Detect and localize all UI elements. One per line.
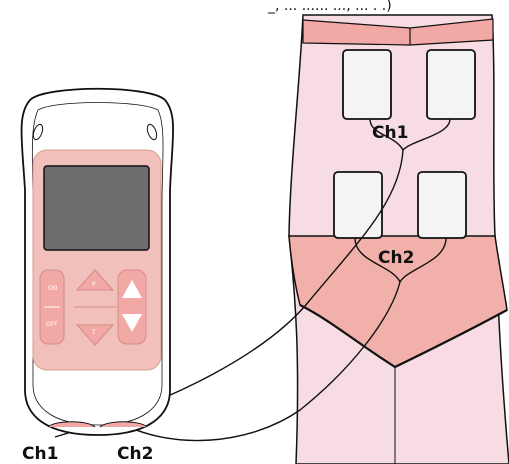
tens-device: ON OFF P T <box>22 89 174 435</box>
t-button-label: T <box>91 329 96 336</box>
label-ch1-body: Ch1 <box>372 123 408 143</box>
top-caption: _, ... ...... ..., ... . .) <box>267 0 392 14</box>
torso <box>289 15 509 464</box>
pad-ch1-left <box>343 50 391 119</box>
pad-ch1-right <box>427 50 475 119</box>
label-ch1-device: Ch1 <box>22 444 58 464</box>
on-button-label: ON <box>48 285 57 292</box>
label-ch2-device: Ch2 <box>117 444 153 464</box>
off-button-label: OFF <box>46 321 58 328</box>
pad-ch2-left <box>334 172 382 238</box>
pad-ch2-right <box>418 172 466 238</box>
label-ch2-body: Ch2 <box>378 248 414 268</box>
p-button-label: P <box>92 281 96 288</box>
device-screen <box>44 166 149 250</box>
